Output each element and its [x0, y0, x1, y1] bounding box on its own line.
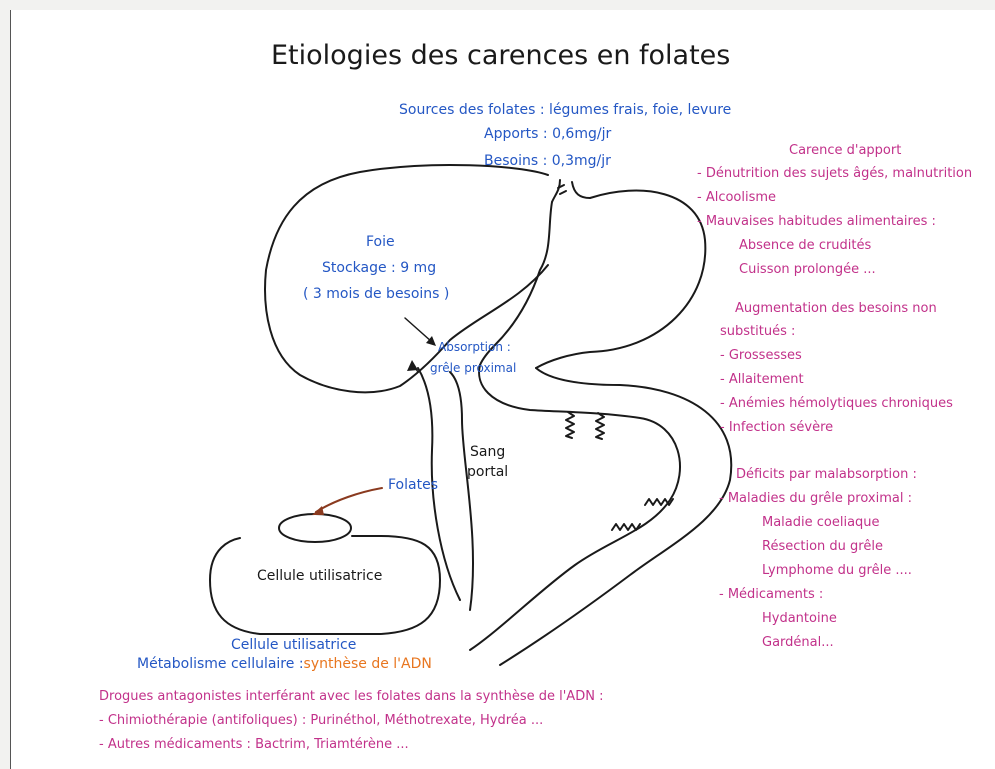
- apports-line: Apports : 0,6mg/jr: [484, 126, 612, 142]
- cell-caption: Cellule utilisatrice: [231, 637, 357, 653]
- absorption-label: Absorption :: [438, 340, 511, 354]
- malabsorption-item: - Médicaments :: [719, 587, 824, 602]
- cell-outline: [209, 535, 441, 635]
- carence-apport-heading: Carence d'apport: [789, 143, 902, 158]
- besoins-line: Besoins : 0,3mg/jr: [484, 153, 611, 169]
- augmentation-item: - Grossesses: [720, 348, 802, 363]
- malabsorption-subitem: Lymphome du grêle ....: [762, 563, 912, 578]
- esophagus-left: [551, 179, 561, 203]
- metabolisme-line: Métabolisme cellulaire :synthèse de l'AD…: [137, 656, 432, 673]
- carence-item: - Mauvaises habitudes alimentaires :: [697, 214, 936, 229]
- malabsorption-item: - Maladies du grêle proximal :: [719, 491, 912, 506]
- slide: [10, 10, 995, 769]
- absorption-site: grêle proximal: [430, 361, 517, 375]
- foie-mois: ( 3 mois de besoins ): [303, 286, 450, 302]
- drogues-item: - Autres médicaments : Bactrim, Triamtér…: [99, 737, 409, 752]
- stomach-inner: [479, 201, 553, 366]
- esophagus-right: [571, 181, 591, 199]
- malabsorption-subitem: Résection du grêle: [762, 539, 883, 554]
- intestine-fold-2: [595, 412, 605, 440]
- carence-item: - Dénutrition des sujets âgés, malnutrit…: [697, 166, 973, 181]
- intestine-fold-4: [611, 523, 641, 531]
- drogues-heading: Drogues antagonistes interférant avec le…: [99, 689, 604, 704]
- augmentation-item: - Allaitement: [720, 372, 804, 387]
- foie-stockage: Stockage : 9 mg: [322, 260, 437, 276]
- stomach-outline: [535, 189, 707, 369]
- carence-subitem: Absence de crudités: [739, 238, 872, 253]
- intestine-fold-3: [644, 498, 674, 506]
- synthese-adn: synthèse de l'ADN: [303, 656, 432, 672]
- portal-vein-right: [449, 371, 475, 611]
- folates-arrow-line: [315, 487, 383, 513]
- page-title: Etiologies des carences en folates: [271, 40, 731, 71]
- carence-item: - Alcoolisme: [697, 190, 777, 205]
- liver-outline: [264, 163, 549, 394]
- blank-box: [873, 672, 981, 764]
- folates-arrowhead: [312, 506, 324, 515]
- augmentation-item: - Anémies hémolytiques chroniques: [720, 396, 953, 411]
- duodenum-outer: [499, 367, 733, 666]
- malabsorption-subitem: Maladie coeliaque: [762, 515, 880, 530]
- duodenum-inner: [469, 364, 681, 651]
- absorption-arrow-line: [404, 317, 433, 343]
- carence-subitem: Cuisson prolongée ...: [739, 262, 876, 277]
- portal-vein-left: [417, 367, 461, 601]
- absorption-arrowhead: [426, 336, 436, 346]
- portal-arrowhead: [407, 360, 418, 371]
- augmentation-heading-2: substitués :: [720, 324, 796, 339]
- malabsorption-subitem: Gardénal...: [762, 635, 834, 650]
- metabolisme-label: Métabolisme cellulaire :: [137, 656, 304, 672]
- malabsorption-heading: Déficits par malabsorption :: [736, 467, 917, 482]
- esophagus-mark: [557, 184, 567, 195]
- augmentation-item: - Infection sévère: [720, 420, 834, 435]
- foie-label: Foie: [366, 234, 395, 250]
- sang-label: Sang: [470, 444, 506, 460]
- portal-label: portal: [467, 464, 509, 480]
- augmentation-heading: Augmentation des besoins non: [735, 301, 937, 316]
- sources-line: Sources des folates : légumes frais, foi…: [399, 102, 732, 118]
- cell-nucleus: [278, 513, 352, 543]
- intestine-fold-1: [565, 411, 575, 439]
- cell-box-label: Cellule utilisatrice: [257, 568, 383, 584]
- drogues-item: - Chimiothérapie (antifoliques) : Puriné…: [99, 713, 544, 728]
- malabsorption-subitem: Hydantoine: [762, 611, 837, 626]
- folates-label: Folates: [388, 477, 438, 493]
